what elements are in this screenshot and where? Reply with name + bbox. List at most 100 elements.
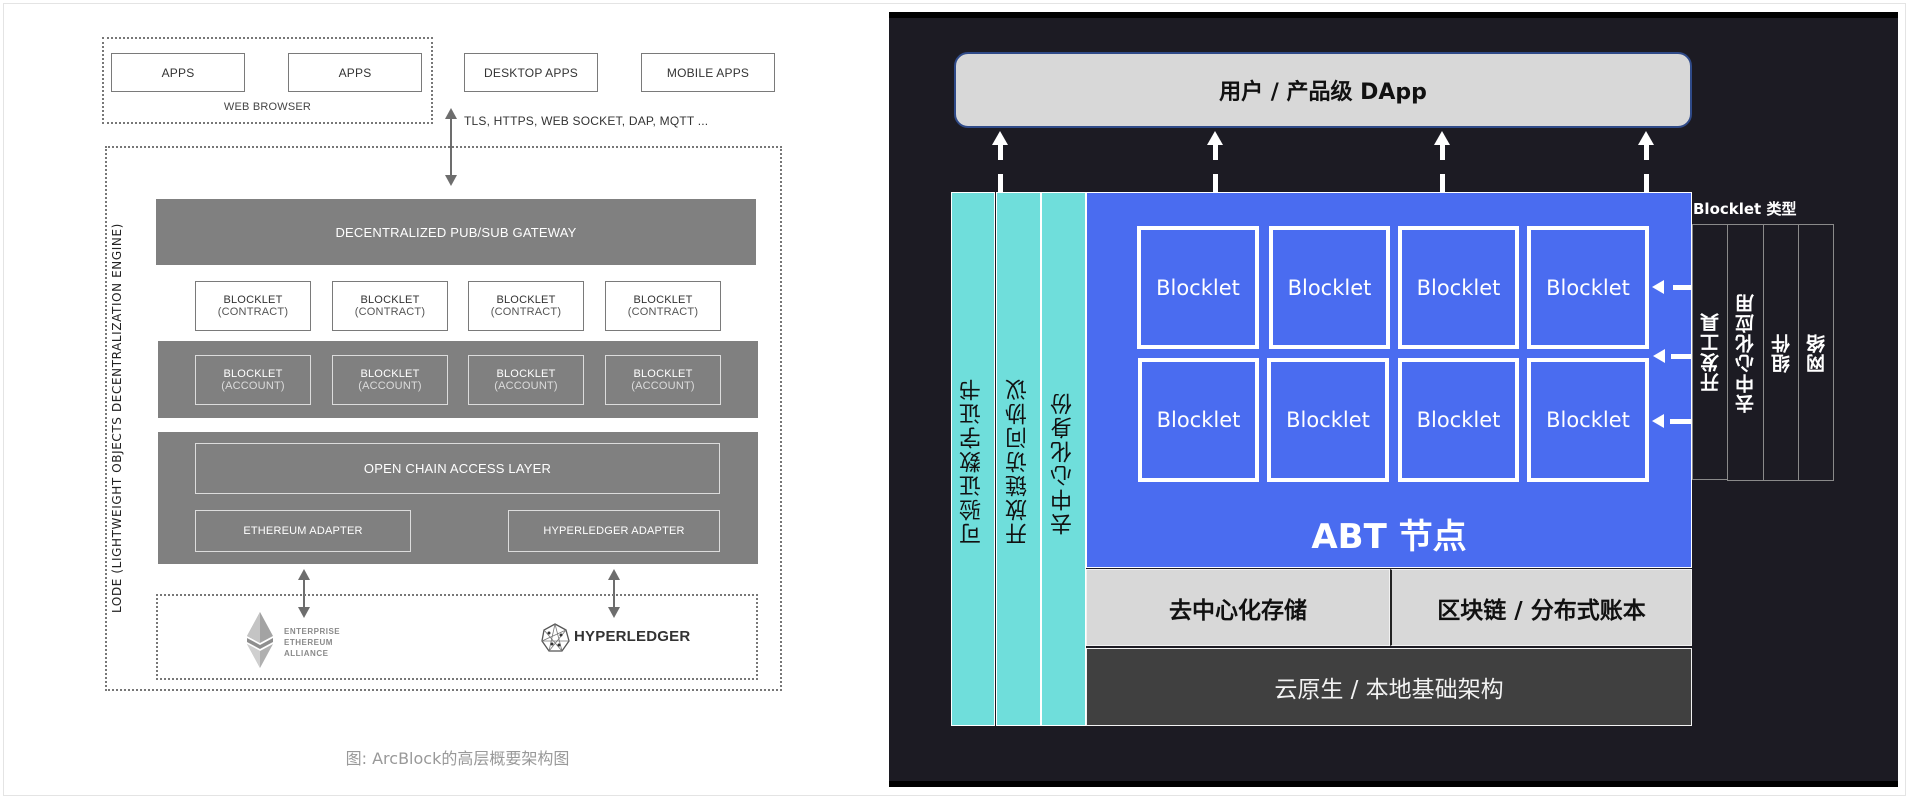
dapp-label: 用户 / 产品级 DApp	[1219, 80, 1427, 105]
eea-text-line: ENTERPRISE	[284, 627, 341, 636]
lode-label: LODE (LIGHTWEIGHT OBJECTS DECENTRALIZATI…	[110, 223, 124, 613]
desktop-apps-label: DESKTOP APPS	[484, 65, 578, 80]
web-app-box-2: APPS	[288, 53, 422, 92]
ledger-label: 区块链 / 分布式账本	[1437, 597, 1646, 624]
protocols-label: TLS, HTTPS, WEB SOCKET, DAP, MQTT ...	[464, 114, 709, 128]
arrow-down-icon	[445, 175, 457, 186]
eea-text-line: ALLIANCE	[284, 649, 329, 658]
blocklet-contract-title: BLOCKLET	[633, 294, 693, 306]
ethereum-logo-icon	[247, 612, 273, 668]
infrastructure-label: 云原生 / 本地基础架构	[1274, 677, 1504, 703]
arrow-dash	[1213, 174, 1218, 192]
image-frame	[3, 3, 1906, 796]
blocklet-account-box: BLOCKLET (ACCOUNT)	[195, 355, 311, 405]
blocklet-type-label: 去中心化应用	[1735, 292, 1757, 413]
blocklet-account-title: BLOCKLET	[360, 368, 420, 380]
blocklet-contract-box: BLOCKLET (CONTRACT)	[605, 281, 721, 331]
blocklet-contract-sub: (CONTRACT)	[490, 306, 562, 318]
blocklet-account-title: BLOCKLET	[496, 368, 556, 380]
hyperledger-logo-icon	[541, 623, 570, 652]
column-label: 去中心化身份	[1050, 391, 1076, 535]
blocklet-box: Blocklet	[1398, 358, 1519, 482]
blocklet-account-sub: (ACCOUNT)	[221, 380, 285, 392]
panel-top-bar	[889, 12, 1898, 18]
desktop-apps-box: DESKTOP APPS	[464, 53, 598, 92]
blocklet-contract-box: BLOCKLET (CONTRACT)	[332, 281, 448, 331]
decentralized-storage: 去中心化存储	[1086, 569, 1390, 646]
eea-text-line: ETHEREUM	[284, 638, 333, 647]
blocklet-type-label: 开发工具	[1699, 312, 1722, 392]
arrow-up-icon	[1207, 131, 1223, 145]
blocklet-types-title: Blocklet 类型	[1693, 200, 1797, 218]
open-chain-access-layer: OPEN CHAIN ACCESS LAYER	[195, 443, 720, 494]
hyperledger-logo-text: HYPERLEDGER	[574, 628, 691, 645]
blocklet-label: Blocklet	[1546, 275, 1630, 300]
arrow-left-icon	[1652, 414, 1664, 428]
hyperledger-adapter-label: HYPERLEDGER ADAPTER	[543, 525, 685, 537]
pubsub-gateway-label: DECENTRALIZED PUB/SUB GATEWAY	[335, 224, 577, 240]
arrow-dash	[1671, 354, 1691, 359]
open-chain-access-layer-label: OPEN CHAIN ACCESS LAYER	[363, 461, 552, 476]
arrow-shaft	[1213, 144, 1218, 160]
infrastructure-layer: 云原生 / 本地基础架构	[1086, 648, 1692, 726]
blocklet-account-box: BLOCKLET (ACCOUNT)	[332, 355, 448, 405]
blocklet-account-sub: (ACCOUNT)	[494, 380, 558, 392]
eea-logo-text: ENTERPRISE ETHEREUM ALLIANCE	[284, 626, 340, 659]
arrow-shaft	[1440, 144, 1445, 160]
lode-group	[105, 146, 782, 691]
blocklet-type-dapps: 去中心化应用	[1727, 224, 1764, 481]
blocklet-label: Blocklet	[1546, 408, 1630, 432]
blocklet-box: Blocklet	[1269, 226, 1390, 349]
open-chain-protocol-column: 开放链访问协议	[996, 192, 1041, 726]
ethereum-adapter: ETHEREUM ADAPTER	[195, 510, 411, 552]
arrow-up-icon	[445, 108, 457, 119]
arrow-left-icon	[1653, 349, 1665, 363]
blocklet-account-sub: (ACCOUNT)	[358, 380, 422, 392]
arrow-up-icon	[1434, 131, 1450, 145]
arrow-dash	[998, 174, 1003, 192]
arrow-up-icon	[608, 569, 620, 580]
blocklet-box: Blocklet	[1138, 358, 1259, 482]
blocklet-box: Blocklet	[1527, 226, 1649, 349]
blocklet-label: Blocklet	[1287, 275, 1372, 300]
blocklet-type-network: 网络	[1798, 224, 1834, 481]
arrow-shaft	[998, 144, 1003, 160]
arrow-up-icon	[992, 131, 1008, 145]
blocklet-account-sub: (ACCOUNT)	[631, 380, 695, 392]
verifiable-credentials-column: 可验证数字证书	[951, 192, 995, 726]
arrow-shaft	[1644, 144, 1649, 160]
blocklet-label: Blocklet	[1286, 408, 1370, 432]
storage-label: 去中心化存储	[1169, 597, 1307, 624]
account-layer	[158, 341, 758, 418]
dapp-layer: 用户 / 产品级 DApp	[954, 52, 1692, 128]
web-app-label: APPS	[161, 65, 195, 80]
blocklet-type-label: 组件	[1770, 332, 1793, 373]
web-browser-label: WEB BROWSER	[223, 101, 312, 113]
web-app-label: APPS	[338, 65, 372, 80]
blocklet-account-title: BLOCKLET	[223, 368, 283, 380]
column-label: 可验证数字证书	[960, 377, 985, 545]
ethereum-adapter-label: ETHEREUM ADAPTER	[243, 525, 363, 537]
column-label: 开放链访问协议	[1005, 377, 1031, 545]
blocklet-account-title: BLOCKLET	[633, 368, 693, 380]
arrow-dash	[1644, 174, 1649, 192]
blocklet-contract-sub: (CONTRACT)	[354, 306, 426, 318]
arrow-up-icon	[1638, 131, 1654, 145]
abt-node-label: ABT 节点	[1311, 516, 1467, 557]
blocklet-contract-box: BLOCKLET (CONTRACT)	[195, 281, 311, 331]
blocklet-box: Blocklet	[1137, 226, 1259, 349]
blocklet-account-box: BLOCKLET (ACCOUNT)	[468, 355, 584, 405]
arrow-dash	[1440, 174, 1445, 192]
blocklet-box: Blocklet	[1267, 358, 1389, 482]
blocklet-type-dev-tools: 开发工具	[1692, 224, 1728, 480]
blocklet-contract-box: BLOCKLET (CONTRACT)	[468, 281, 584, 331]
mobile-apps-box: MOBILE APPS	[641, 53, 775, 92]
blocklet-label: Blocklet	[1416, 275, 1501, 300]
blocklet-label: Blocklet	[1156, 408, 1241, 432]
blocklet-box: Blocklet	[1527, 358, 1649, 482]
arrow-dash	[1670, 419, 1691, 424]
decentralized-identity-column: 去中心化身份	[1041, 192, 1086, 726]
web-browser-group	[102, 37, 433, 124]
arrow-down-icon	[608, 607, 620, 618]
blocklet-type-label: 网络	[1805, 332, 1828, 373]
